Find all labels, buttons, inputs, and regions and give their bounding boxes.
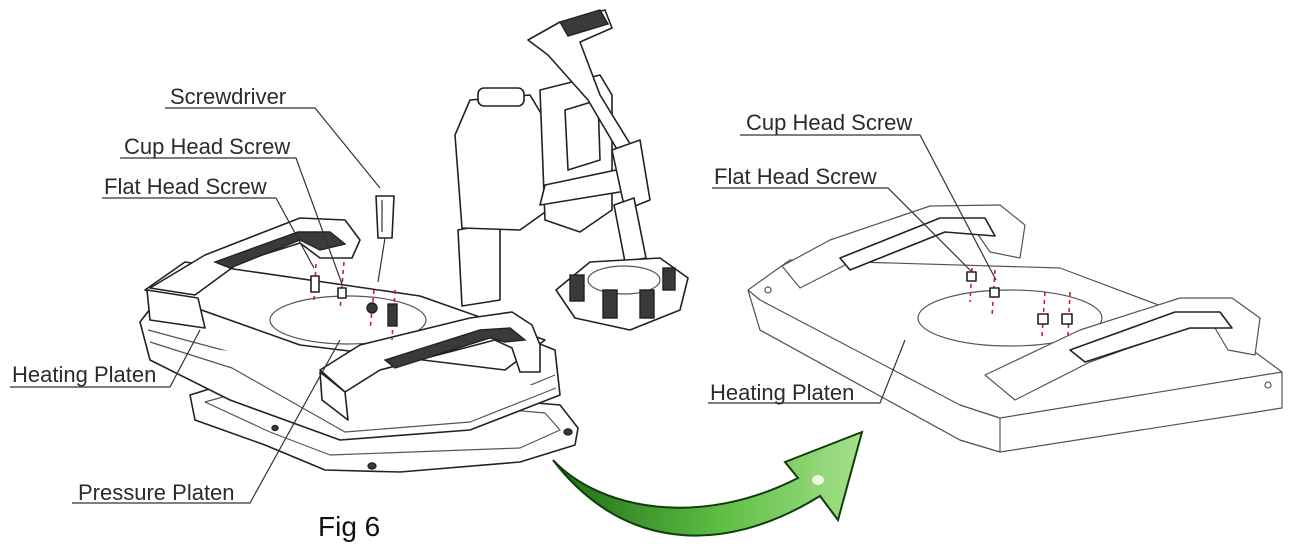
label-cup-head-screw-right: Cup Head Screw bbox=[746, 110, 913, 135]
figure-caption: Fig 6 bbox=[318, 511, 381, 542]
platen-oval bbox=[269, 295, 427, 345]
green-arrow bbox=[552, 430, 864, 537]
label-flat-head-screw-left: Flat Head Screw bbox=[104, 174, 267, 199]
platen-oval-right bbox=[917, 289, 1103, 347]
press-column-and-arm bbox=[454, 9, 651, 307]
leader-lines-left bbox=[10, 107, 381, 504]
label-heating-platen-right: Heating Platen bbox=[710, 380, 855, 405]
screwdriver bbox=[375, 195, 395, 283]
screws-left bbox=[310, 261, 398, 341]
label-pressure-platen: Pressure Platen bbox=[78, 480, 235, 505]
heating-platen-right bbox=[747, 204, 1283, 453]
spring-plate bbox=[555, 257, 689, 331]
label-screwdriver: Screwdriver bbox=[170, 84, 287, 109]
label-cup-head-screw-left: Cup Head Screw bbox=[124, 134, 291, 159]
screws-right bbox=[966, 267, 1073, 337]
label-heating-platen-left: Heating Platen bbox=[12, 362, 157, 387]
heat-press-machine bbox=[139, 9, 689, 473]
label-flat-head-screw-right: Flat Head Screw bbox=[714, 164, 877, 189]
leader-lines-right bbox=[708, 134, 997, 404]
